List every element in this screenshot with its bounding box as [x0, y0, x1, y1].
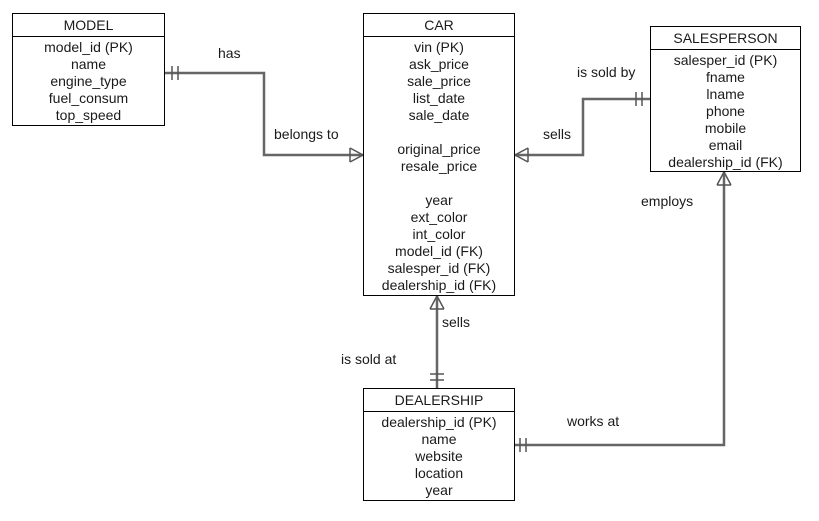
label-has: has: [218, 45, 241, 61]
many-mark-car-bottom: [429, 294, 445, 310]
attribute: sale_date: [408, 107, 470, 123]
attribute-spacer: [364, 175, 514, 192]
attribute: sale_price: [407, 73, 471, 89]
label-sells-car: sells: [543, 126, 572, 142]
attribute: name: [70, 56, 107, 72]
attribute: resale_price: [400, 158, 478, 174]
attribute: fname: [706, 69, 745, 85]
attribute: dealership_id (FK): [668, 154, 783, 170]
many-mark-salesperson-bottom: [716, 170, 732, 186]
attribute: location: [414, 465, 464, 481]
attribute-spacer: [364, 124, 514, 141]
attribute: model_id (FK): [395, 243, 483, 259]
label-belongs-to: belongs to: [274, 126, 339, 142]
attribute: year: [425, 192, 453, 208]
entity-car-title: CAR: [364, 14, 514, 37]
connector-dealership-salesperson: [515, 172, 726, 447]
label-works-at: works at: [567, 413, 620, 429]
attribute: top_speed: [55, 107, 122, 123]
entity-salesperson-title: SALESPERSON: [651, 27, 800, 50]
attribute: dealership_id (FK): [381, 277, 497, 293]
connector-salesperson-car: [515, 97, 650, 157]
attribute: fuel_consum: [48, 90, 129, 106]
attribute: salesper_id (PK): [673, 52, 778, 68]
entity-model-title: MODEL: [13, 14, 164, 37]
attribute: engine_type: [50, 73, 127, 89]
attribute: ask_price: [409, 56, 469, 72]
attribute: lname: [706, 86, 745, 102]
attribute: list_date: [412, 90, 466, 106]
attribute: name: [421, 431, 457, 447]
label-is-sold-by: is sold by: [577, 64, 636, 80]
connector-model-car: [165, 71, 363, 157]
attribute: ext_color: [410, 209, 468, 225]
label-is-sold-at: is sold at: [341, 351, 397, 367]
attribute: website: [415, 448, 463, 464]
attribute: dealership_id (PK): [381, 414, 497, 430]
attribute: int_color: [412, 226, 466, 242]
many-mark-car-right: [513, 147, 529, 163]
attribute: mobile: [704, 120, 747, 136]
attribute: vin (PK): [414, 39, 464, 55]
attribute: salesper_id (FK): [387, 260, 491, 276]
attribute: model_id (PK): [44, 39, 133, 55]
entity-dealership-title: DEALERSHIP: [364, 389, 514, 412]
attribute: year: [425, 482, 453, 498]
attribute: original_price: [397, 141, 481, 157]
attribute: phone: [706, 103, 745, 119]
attribute: email: [708, 137, 743, 153]
label-sells-dealership: sells: [442, 314, 471, 330]
label-employs: employs: [641, 193, 694, 209]
